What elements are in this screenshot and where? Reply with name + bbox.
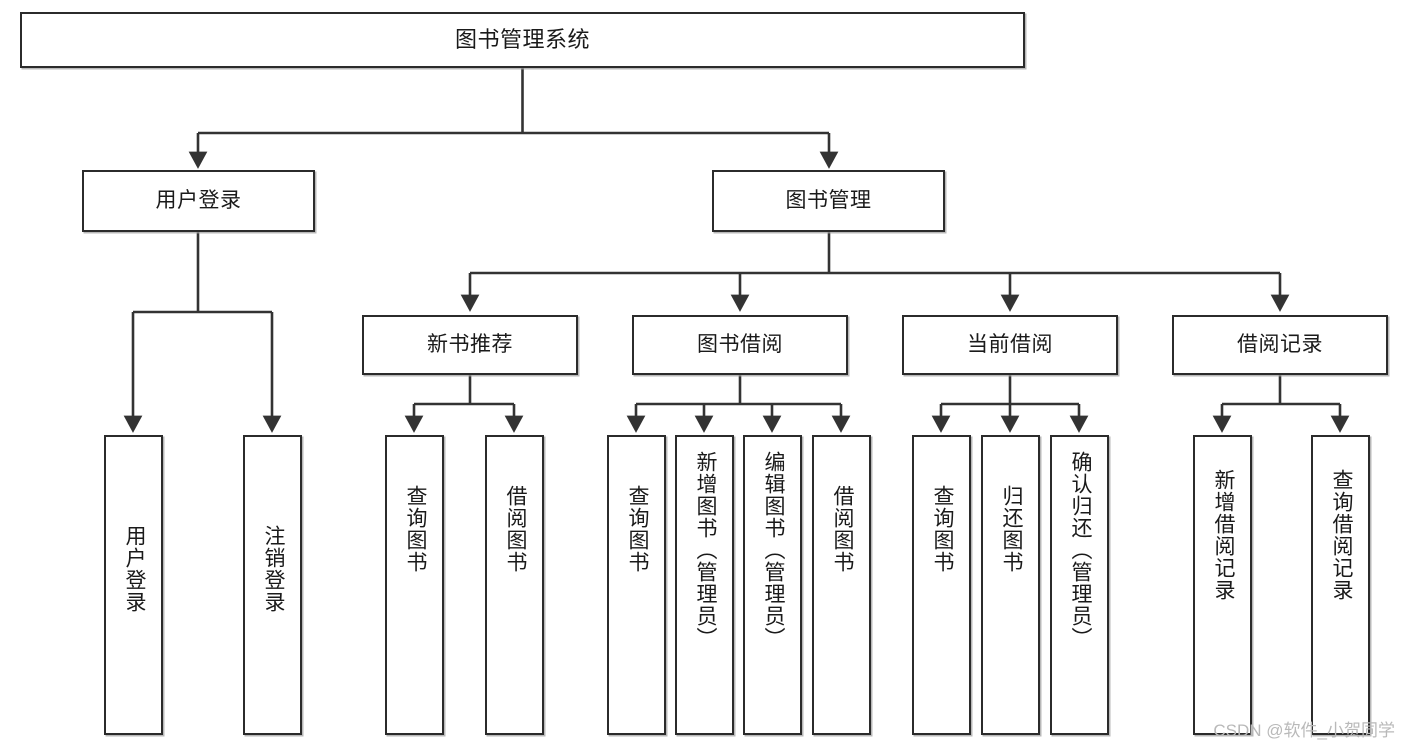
leaf-confirm-return[interactable]: 确认归还（管理员） <box>1050 435 1109 735</box>
leaf-label: 查询图书 <box>930 485 954 573</box>
node-label: 当前借阅 <box>967 333 1053 357</box>
leaf-query-borrow-record[interactable]: 查询借阅记录 <box>1311 435 1370 735</box>
node-label: 图书借阅 <box>697 333 783 357</box>
node-label: 图书管理系统 <box>454 26 590 52</box>
leaf-return-book[interactable]: 归还图书 <box>981 435 1040 735</box>
leaf-edit-book[interactable]: 编辑图书（管理员） <box>743 435 802 735</box>
leaf-add-book[interactable]: 新增图书（管理员） <box>675 435 734 735</box>
leaf-query-book-current[interactable]: 查询图书 <box>912 435 971 735</box>
leaf-user-login[interactable]: 用户登录 <box>104 435 163 735</box>
leaf-label: 编辑图书（管理员） <box>761 451 785 649</box>
leaf-label: 用户登录 <box>122 525 146 613</box>
node-label: 借阅记录 <box>1237 333 1323 357</box>
leaf-borrow-book-borrow[interactable]: 借阅图书 <box>812 435 871 735</box>
leaf-label: 归还图书 <box>999 485 1023 573</box>
watermark-text: CSDN @软件_小贺同学 <box>1213 721 1395 740</box>
leaf-label: 借阅图书 <box>830 485 854 573</box>
leaf-label: 新增借阅记录 <box>1211 469 1235 601</box>
node-book-management[interactable]: 图书管理 <box>712 170 945 232</box>
node-book-borrow[interactable]: 图书借阅 <box>632 315 848 375</box>
node-new-book-recommend[interactable]: 新书推荐 <box>362 315 578 375</box>
leaf-label: 确认归还（管理员） <box>1068 451 1092 649</box>
leaf-label: 借阅图书 <box>503 485 527 573</box>
leaf-add-borrow-record[interactable]: 新增借阅记录 <box>1193 435 1252 735</box>
node-current-borrow[interactable]: 当前借阅 <box>902 315 1118 375</box>
node-label: 新书推荐 <box>427 333 513 357</box>
leaf-borrow-book-recommend[interactable]: 借阅图书 <box>485 435 544 735</box>
node-label: 图书管理 <box>785 189 872 213</box>
node-label: 用户登录 <box>155 189 242 213</box>
leaf-label: 注销登录 <box>261 525 285 613</box>
node-root-system[interactable]: 图书管理系统 <box>20 12 1025 68</box>
node-borrow-record[interactable]: 借阅记录 <box>1172 315 1388 375</box>
leaf-label: 查询图书 <box>403 485 427 573</box>
node-user-login[interactable]: 用户登录 <box>82 170 315 232</box>
leaf-label: 新增图书（管理员） <box>693 451 717 649</box>
leaf-label: 查询图书 <box>625 485 649 573</box>
leaf-query-book-borrow[interactable]: 查询图书 <box>607 435 666 735</box>
leaf-query-book-recommend[interactable]: 查询图书 <box>385 435 444 735</box>
leaf-label: 查询借阅记录 <box>1329 469 1353 601</box>
leaf-user-logout[interactable]: 注销登录 <box>243 435 302 735</box>
